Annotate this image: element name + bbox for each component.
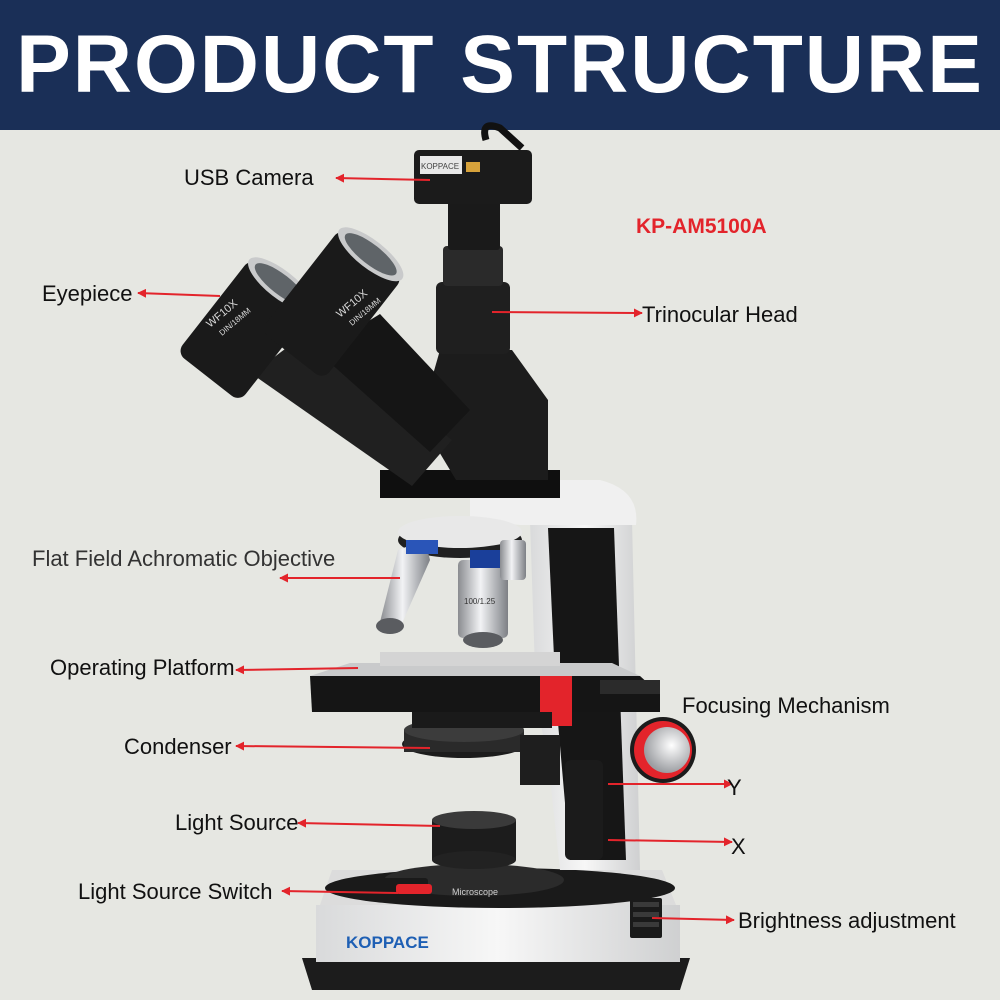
objective-text: 100/1.25 [464, 597, 496, 606]
arrow-platform [235, 665, 359, 675]
header-banner: PRODUCT STRUCTURE [0, 0, 1000, 130]
label-condenser: Condenser [124, 734, 232, 759]
page-title: PRODUCT STRUCTURE [16, 19, 984, 110]
microscope-base [302, 864, 690, 990]
arrow-usb-camera [335, 173, 431, 183]
usb-camera-illustration [414, 122, 532, 204]
trinocular-head-illustration [252, 196, 560, 498]
arrow-light-source [297, 818, 441, 828]
label-focusing: Focusing Mechanism [682, 693, 890, 718]
camera-brand-text: KOPPACE [421, 162, 459, 171]
focus-knobs [565, 717, 696, 860]
stage-illustration [310, 652, 660, 728]
base-text: Microscope [452, 887, 498, 897]
arrow-trinocular-head [491, 308, 643, 318]
label-platform: Operating Platform [50, 655, 235, 680]
objectives-illustration [376, 516, 526, 648]
label-switch: Light Source Switch [78, 879, 273, 904]
arrow-eyepiece [137, 288, 221, 298]
brightness-knob [630, 898, 662, 938]
label-light-source: Light Source [175, 810, 299, 835]
label-objective: Flat Field Achromatic Objective [32, 546, 336, 571]
model-number: KP-AM5100A [636, 215, 767, 238]
condenser-illustration [402, 718, 560, 785]
label-trinocular-head: Trinocular Head [642, 302, 798, 327]
label-eyepiece: Eyepiece [42, 281, 133, 306]
arrow-x [607, 837, 733, 847]
label-brightness: Brightness adjustment [738, 908, 956, 933]
eyepieces-illustration [180, 227, 404, 398]
light-source-illustration [432, 811, 516, 869]
label-x: X [731, 834, 746, 859]
leader-arrows [137, 173, 735, 925]
label-usb-camera: USB Camera [184, 165, 314, 190]
label-y: Y [727, 775, 742, 800]
brand-logo: KOPPACE [346, 933, 429, 952]
arrow-brightness [651, 915, 735, 925]
arrow-switch [281, 886, 399, 896]
arrow-condenser [235, 741, 431, 751]
